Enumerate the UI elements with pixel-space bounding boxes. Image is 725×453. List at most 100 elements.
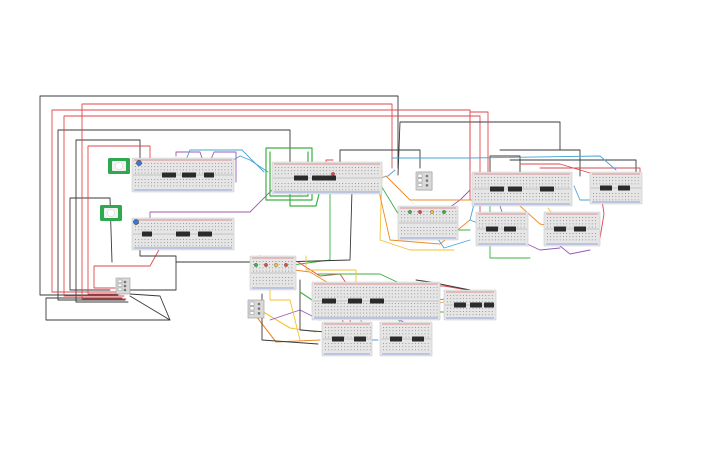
breadboard-hole: [170, 185, 172, 187]
breadboard-hole: [331, 349, 333, 351]
breadboard-hole: [202, 166, 204, 168]
breadboard-hole: [466, 311, 468, 312]
breadboard-hole: [351, 167, 353, 168]
breadboard-hole: [452, 217, 454, 219]
breadboard-hole: [481, 183, 483, 185]
breadboard-hole: [371, 167, 372, 168]
breadboard-hole: [520, 239, 522, 241]
breadboard-channel: [591, 187, 641, 189]
breadboard-hole: [482, 311, 484, 312]
breadboard-hole: [420, 296, 422, 298]
breadboard-hole: [579, 223, 580, 225]
breadboard-hole: [202, 229, 204, 231]
breadboard-hole: [316, 173, 318, 175]
breadboard-hole: [484, 196, 486, 198]
breadboard-hole: [395, 333, 397, 335]
breadboard-hole: [561, 183, 563, 185]
breadboard-hole: [572, 223, 574, 225]
breadboard-hole: [582, 223, 584, 225]
breadboard-hole: [634, 196, 636, 198]
breadboard-hole: [154, 223, 156, 224]
breadboard-hole: [385, 309, 387, 311]
breadboard-hole: [211, 245, 213, 247]
breadboard-hole: [625, 196, 626, 198]
breadboard-hole: [503, 199, 505, 201]
breadboard-hole: [313, 170, 315, 172]
breadboard-hole: [485, 298, 487, 300]
breadboard-hole: [510, 199, 512, 201]
breadboard-hole: [307, 167, 308, 168]
breadboard-hole: [363, 327, 365, 328]
breadboard-hole: [484, 180, 486, 182]
breadboard-hole: [475, 180, 476, 182]
breadboard-hole: [424, 349, 426, 351]
breadboard-hole: [558, 196, 560, 198]
breadboard-hole: [316, 167, 318, 168]
breadboard-hole: [588, 226, 590, 228]
breadboard-hole: [334, 330, 336, 332]
breadboard-hole: [205, 245, 207, 247]
breadboard-hole: [588, 233, 590, 234]
breadboard-hole: [147, 185, 149, 187]
breadboard-hole: [456, 311, 458, 312]
breadboard-hole: [545, 196, 547, 198]
breadboard-hole: [347, 327, 349, 328]
breadboard-hole: [595, 239, 596, 241]
breadboard-hole: [375, 309, 377, 311]
breadboard-hole: [429, 227, 431, 228]
breadboard-hole: [529, 186, 531, 188]
breadboard-hole: [399, 330, 400, 332]
breadboard-hole: [401, 309, 403, 311]
breadboard-hole: [135, 163, 136, 164]
breadboard-hole: [559, 223, 561, 225]
breadboard-hole: [609, 177, 610, 178]
breadboard-hole: [151, 239, 152, 240]
breadboard-hole: [326, 183, 328, 184]
breadboard-hole: [160, 179, 162, 180]
breadboard-hole: [423, 296, 425, 298]
breadboard-hole: [259, 264, 261, 266]
breadboard-hole: [485, 220, 487, 222]
breadboard-hole: [278, 186, 280, 188]
breadboard-hole: [353, 312, 355, 314]
breadboard-hole: [347, 296, 348, 298]
breadboard-hole: [420, 306, 422, 308]
breadboard-hole: [388, 306, 390, 308]
breadboard-channel: [323, 338, 371, 340]
breadboard-hole: [550, 226, 552, 228]
breadboard-hole: [519, 180, 521, 182]
breadboard-hole: [484, 193, 486, 194]
breadboard-hole: [558, 186, 560, 188]
breadboard-hole: [475, 298, 477, 300]
breadboard-hole: [472, 311, 474, 312]
breadboard-hole: [495, 233, 496, 234]
potentiometer-icon: [136, 160, 142, 166]
breadboard-hole: [151, 172, 152, 174]
breadboard-hole: [154, 226, 156, 228]
breadboard-hole: [324, 293, 326, 295]
breadboard-hole: [347, 306, 348, 308]
breadboard-hole: [414, 287, 416, 288]
breadboard-hole: [427, 349, 429, 351]
breadboard-hole: [523, 177, 524, 178]
breadboard-hole: [344, 327, 346, 328]
breadboard-hole: [459, 298, 461, 300]
breadboard-hole: [408, 327, 410, 328]
breadboard-hole: [564, 196, 566, 198]
breadboard-hole: [321, 293, 323, 295]
breadboard-hole: [520, 220, 522, 222]
breadboard-hole: [202, 245, 204, 247]
breadboard-hole: [436, 309, 438, 311]
breadboard-hole: [453, 298, 455, 300]
breadboard-hole: [420, 290, 422, 292]
breadboard-hole: [183, 169, 184, 171]
ic-chip-icon: [490, 186, 504, 192]
breadboard-hole: [358, 186, 360, 188]
breadboard-hole: [262, 264, 264, 266]
breadboard-hole: [192, 239, 194, 240]
breadboard-hole: [176, 239, 178, 240]
breadboard-hole: [318, 312, 320, 314]
breadboard-hole: [517, 226, 519, 228]
ic-chip-icon: [182, 172, 196, 178]
breadboard-hole: [167, 229, 168, 231]
